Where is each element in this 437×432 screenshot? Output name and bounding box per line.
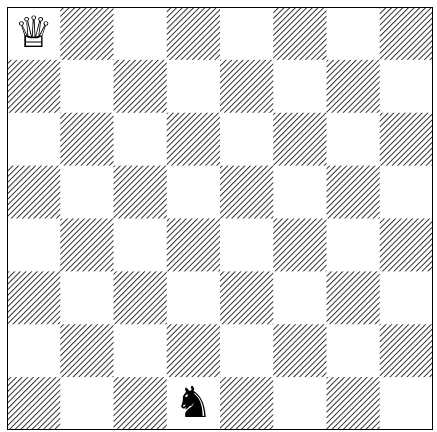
square-e6[interactable]	[220, 113, 274, 166]
square-f3[interactable]	[273, 271, 327, 324]
chessboard: ♕♞	[7, 7, 433, 430]
square-b1[interactable]	[60, 377, 114, 430]
white-queen-piece[interactable]: ♕	[7, 7, 60, 60]
square-g2[interactable]	[327, 324, 381, 377]
square-e2[interactable]	[220, 324, 274, 377]
square-c3[interactable]	[114, 271, 168, 324]
square-b8[interactable]	[60, 7, 114, 60]
square-b3[interactable]	[60, 271, 114, 324]
square-g3[interactable]	[327, 271, 381, 324]
square-a5[interactable]	[7, 166, 61, 219]
square-d7[interactable]	[167, 60, 221, 113]
square-d3[interactable]	[167, 271, 221, 324]
square-b5[interactable]	[60, 166, 114, 219]
square-f2[interactable]	[273, 324, 327, 377]
square-h5[interactable]	[380, 166, 433, 219]
square-g1[interactable]	[327, 377, 381, 430]
square-h8[interactable]	[380, 7, 433, 60]
square-f1[interactable]	[273, 377, 327, 430]
square-e7[interactable]	[220, 60, 274, 113]
square-d6[interactable]	[167, 113, 221, 166]
square-b6[interactable]	[60, 113, 114, 166]
square-b2[interactable]	[60, 324, 114, 377]
square-b4[interactable]	[60, 219, 114, 272]
square-h7[interactable]	[380, 60, 433, 113]
square-h4[interactable]	[380, 219, 433, 272]
square-f8[interactable]	[273, 7, 327, 60]
square-a2[interactable]	[7, 324, 61, 377]
square-a1[interactable]	[7, 377, 61, 430]
square-h6[interactable]	[380, 113, 433, 166]
chessboard-grid	[7, 7, 433, 430]
square-d8[interactable]	[167, 7, 221, 60]
square-e5[interactable]	[220, 166, 274, 219]
square-e4[interactable]	[220, 219, 274, 272]
square-e3[interactable]	[220, 271, 274, 324]
square-f7[interactable]	[273, 60, 327, 113]
square-h3[interactable]	[380, 271, 433, 324]
square-f6[interactable]	[273, 113, 327, 166]
square-d5[interactable]	[167, 166, 221, 219]
square-d4[interactable]	[167, 219, 221, 272]
square-a4[interactable]	[7, 219, 61, 272]
square-e1[interactable]	[220, 377, 274, 430]
square-f5[interactable]	[273, 166, 327, 219]
square-h2[interactable]	[380, 324, 433, 377]
square-a7[interactable]	[7, 60, 61, 113]
square-c8[interactable]	[114, 7, 168, 60]
square-a6[interactable]	[7, 113, 61, 166]
square-c6[interactable]	[114, 113, 168, 166]
square-c4[interactable]	[114, 219, 168, 272]
square-a3[interactable]	[7, 271, 61, 324]
square-c5[interactable]	[114, 166, 168, 219]
square-g7[interactable]	[327, 60, 381, 113]
square-g5[interactable]	[327, 166, 381, 219]
square-e8[interactable]	[220, 7, 274, 60]
square-g6[interactable]	[327, 113, 381, 166]
square-g8[interactable]	[327, 7, 381, 60]
square-c1[interactable]	[114, 377, 168, 430]
square-f4[interactable]	[273, 219, 327, 272]
square-d2[interactable]	[167, 324, 221, 377]
black-knight-piece[interactable]: ♞	[167, 377, 220, 430]
square-g4[interactable]	[327, 219, 381, 272]
square-h1[interactable]	[380, 377, 433, 430]
square-c2[interactable]	[114, 324, 168, 377]
square-b7[interactable]	[60, 60, 114, 113]
square-c7[interactable]	[114, 60, 168, 113]
